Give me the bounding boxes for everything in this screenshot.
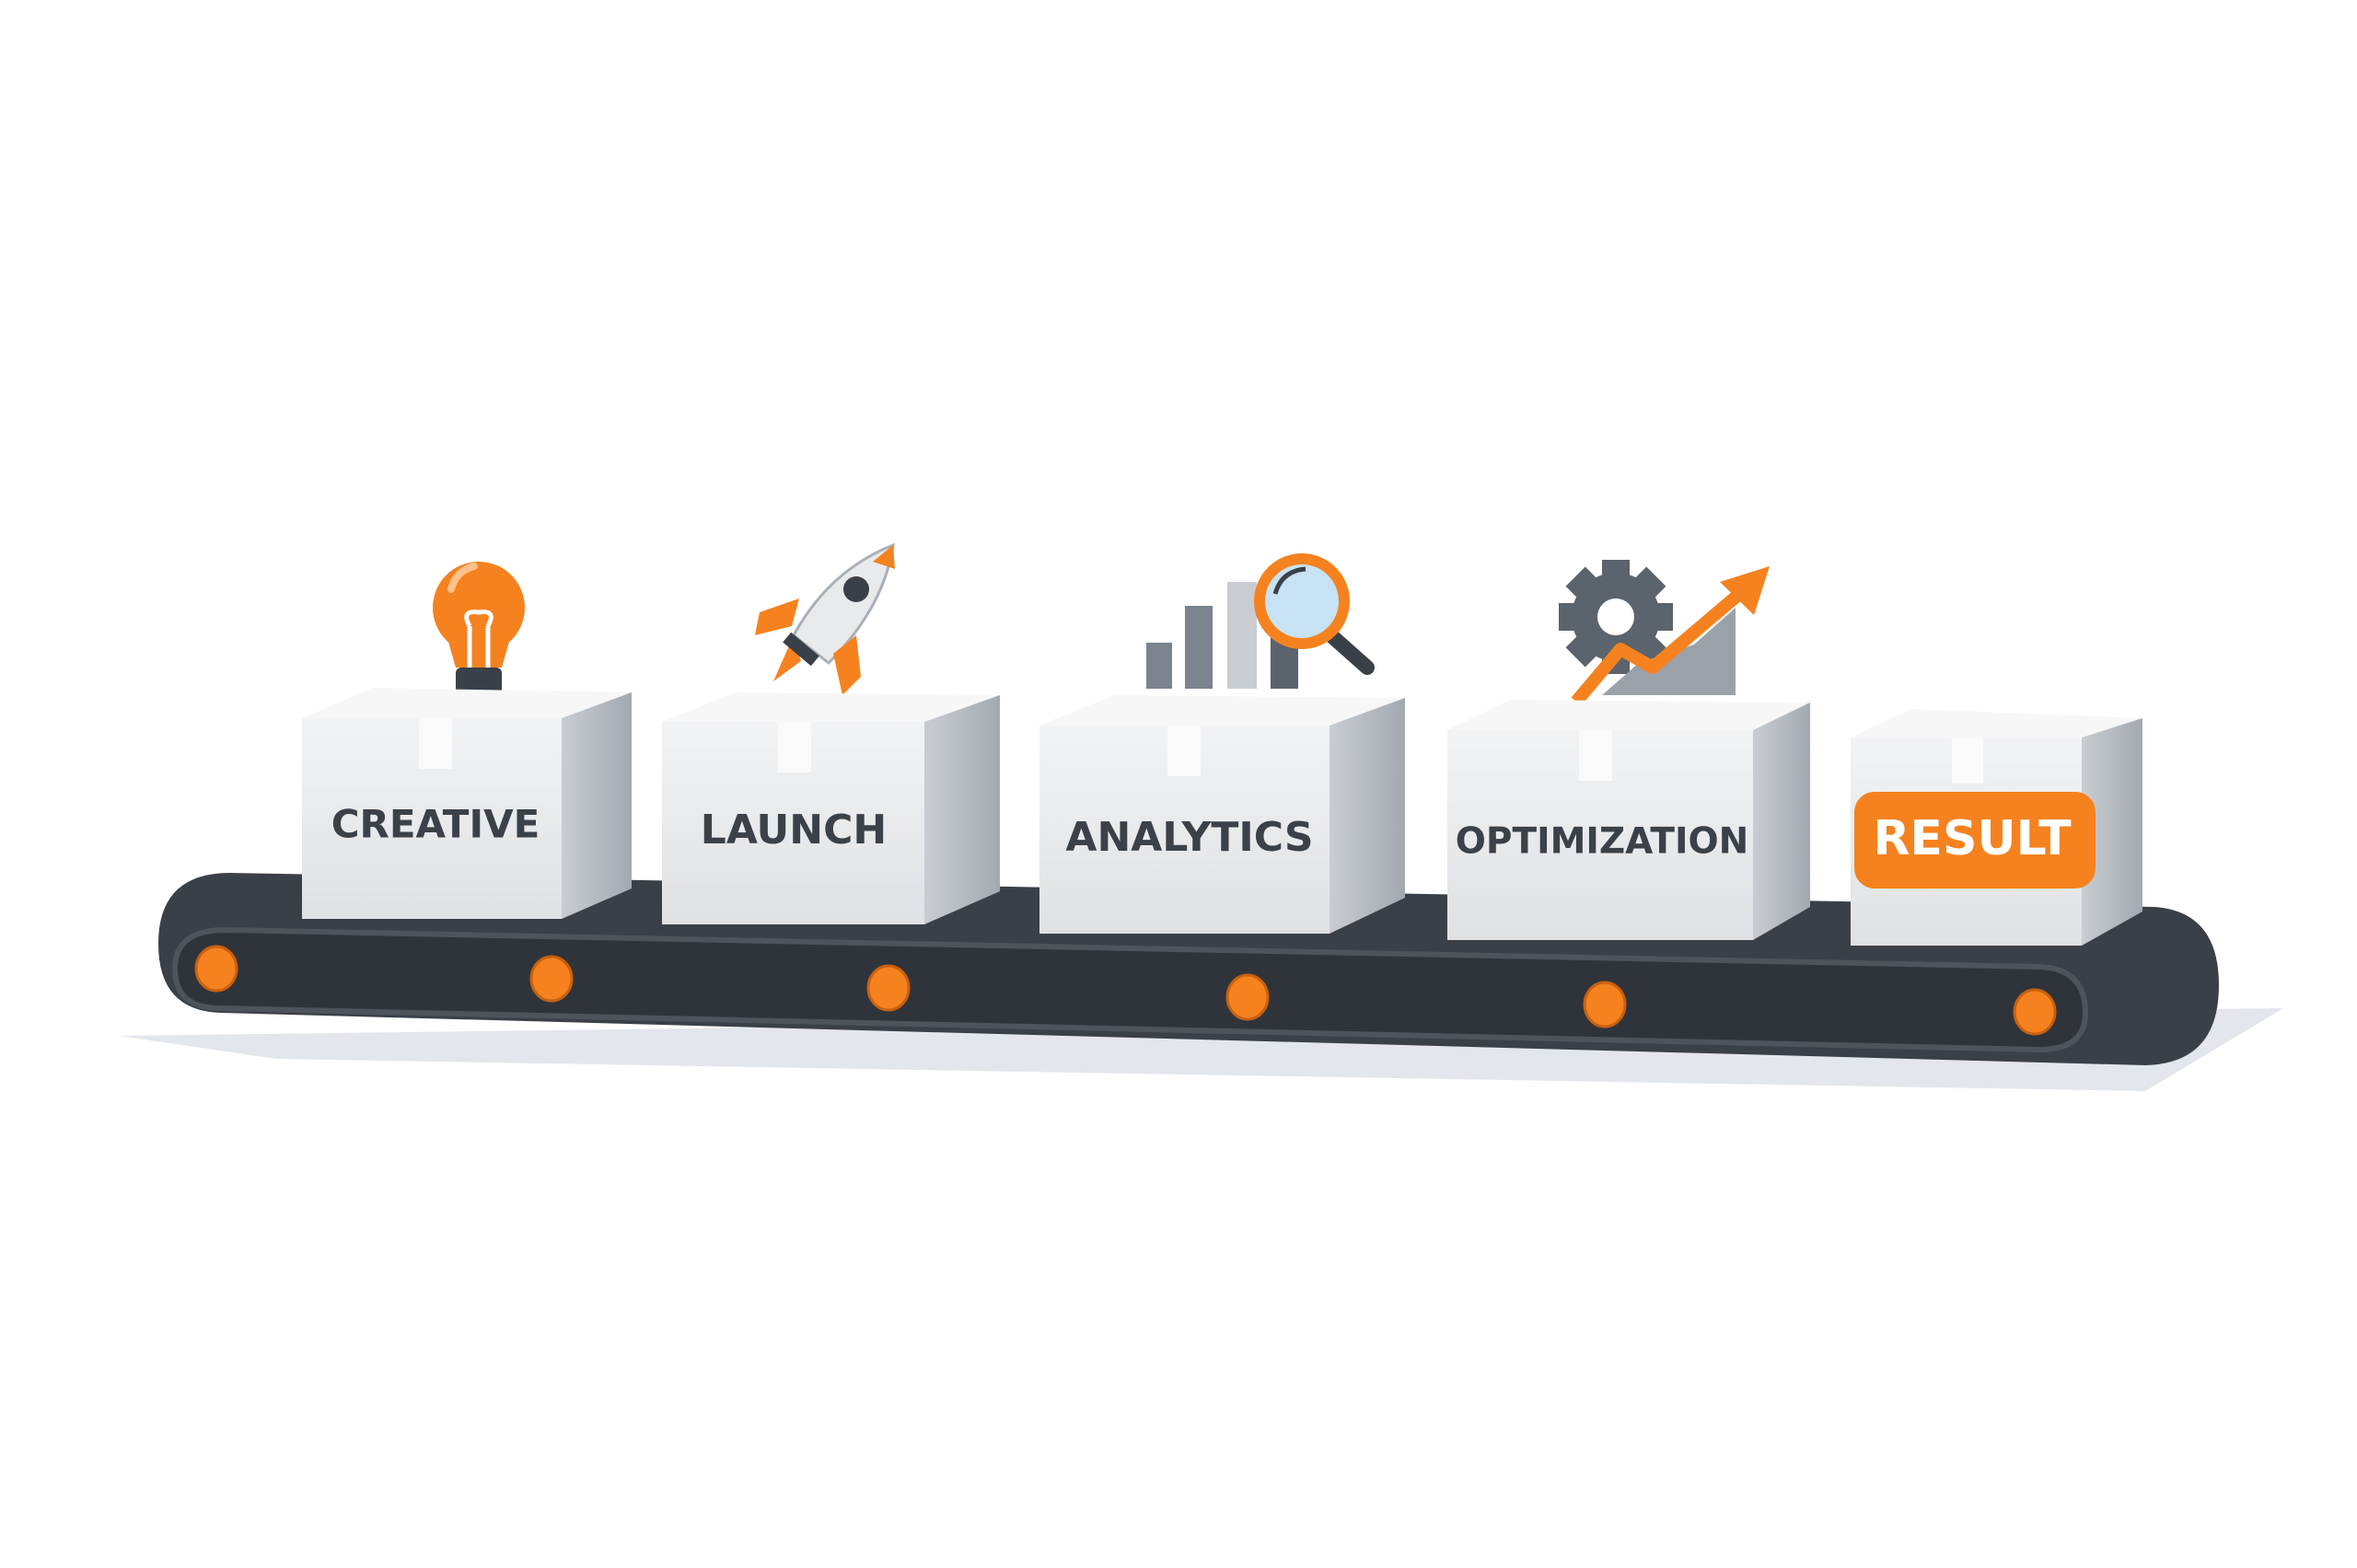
roller (1225, 973, 1270, 1021)
stage-box-launch: LAUNCH (662, 692, 1000, 924)
stage-box-result: RESULT (1851, 709, 2142, 946)
stage-box-analytics: ANALYTICS (1039, 695, 1405, 934)
roller (866, 964, 911, 1012)
stage-label: CREATIVE (331, 802, 540, 847)
stage-label: LAUNCH (701, 807, 887, 854)
stage-label: ANALYTICS (1065, 814, 1313, 861)
roller (194, 945, 238, 993)
gear-trend-arrow-icon (1559, 560, 1770, 706)
roller (1583, 981, 1627, 1028)
stage-box-optimization: OPTIMIZATION (1447, 700, 1810, 940)
bar-chart-magnifier-icon (1146, 553, 1375, 689)
rocket-icon (755, 542, 895, 695)
stage-label: OPTIMIZATION (1456, 821, 1749, 863)
stage-box-creative: CREATIVE (302, 688, 632, 919)
roller (529, 955, 574, 1003)
stage-label: RESULT (1873, 811, 2072, 866)
lightbulb-icon (433, 562, 525, 697)
roller (2013, 988, 2057, 1036)
result-badge (1854, 792, 2096, 889)
conveyor-rollers (194, 945, 2057, 1036)
